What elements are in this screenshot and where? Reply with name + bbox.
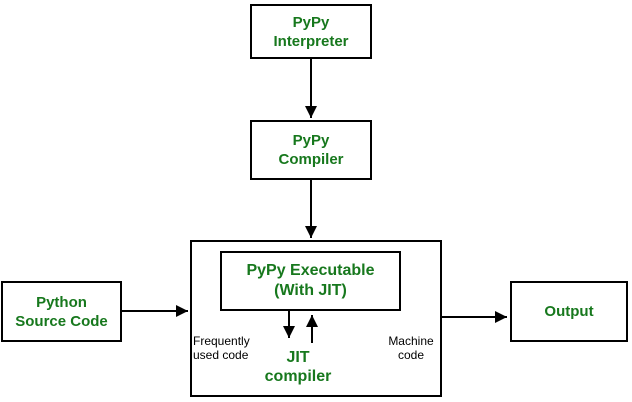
node-pypy-interpreter: PyPy Interpreter (250, 4, 372, 59)
node-pypy-executable: PyPy Executable (With JIT) (220, 251, 401, 311)
node-pypy-executable-label: PyPy Executable (With JIT) (246, 262, 375, 299)
label-frequently-used-code: Frequently used code (193, 334, 250, 362)
node-python-source-code-label: Python Source Code (15, 293, 108, 330)
node-pypy-compiler-label: PyPy Compiler (278, 132, 344, 168)
label-machine-code: Machine code (388, 334, 434, 362)
node-output: Output (510, 281, 628, 342)
node-executable-container (190, 240, 442, 397)
node-python-source-code: Python Source Code (1, 281, 122, 342)
node-pypy-compiler: PyPy Compiler (250, 120, 372, 180)
node-pypy-interpreter-label: PyPy Interpreter (273, 13, 349, 50)
node-output-label: Output (544, 303, 594, 320)
label-jit-compiler: JIT compiler (264, 349, 332, 385)
